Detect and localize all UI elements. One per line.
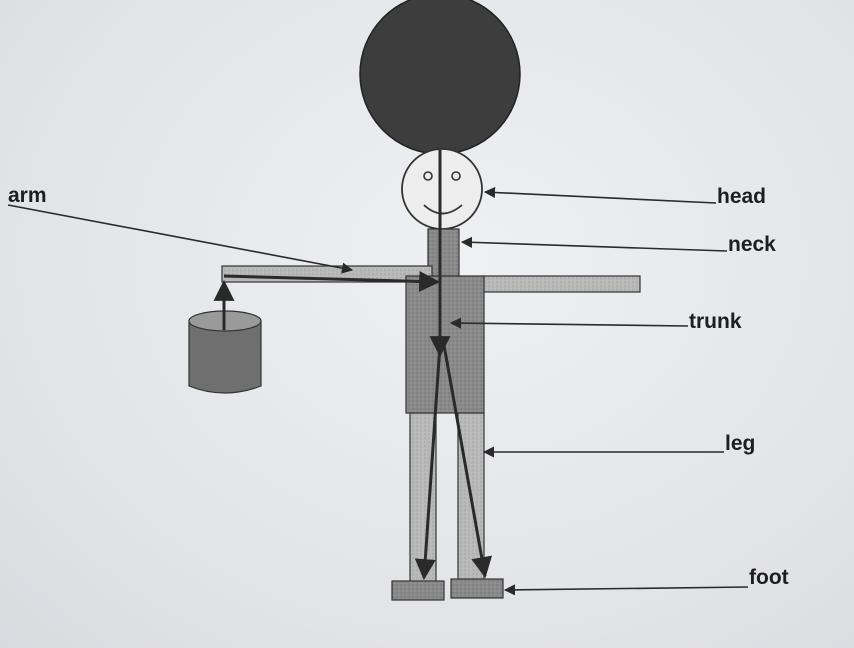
trunk-block xyxy=(405,275,485,414)
right-arm-bar xyxy=(481,275,641,293)
smile-icon xyxy=(423,204,463,215)
right-eye-icon xyxy=(451,171,461,181)
label-trunk: trunk xyxy=(689,310,742,333)
arm-leader xyxy=(7,204,354,274)
left-leg-arrow xyxy=(414,344,442,581)
label-neck: neck xyxy=(728,233,776,256)
label-leg: leg xyxy=(725,432,755,455)
neck-block xyxy=(427,228,460,277)
right-foot-block xyxy=(450,578,504,599)
left-eye-icon xyxy=(423,171,433,181)
bucket-body xyxy=(188,320,262,394)
left-foot-block xyxy=(391,580,445,601)
label-arm: arm xyxy=(8,184,47,207)
head-leader xyxy=(483,186,717,204)
neck-leader xyxy=(460,236,728,252)
head-circle xyxy=(401,148,483,230)
arm-force-arrow xyxy=(223,270,441,292)
trunk-leader xyxy=(449,317,689,329)
right-leg-arrow xyxy=(442,344,493,579)
foot-leader xyxy=(503,584,749,596)
label-head: head xyxy=(717,185,766,208)
left-leg-bar xyxy=(409,412,437,584)
load-circle xyxy=(359,0,521,155)
label-foot: foot xyxy=(749,566,789,589)
